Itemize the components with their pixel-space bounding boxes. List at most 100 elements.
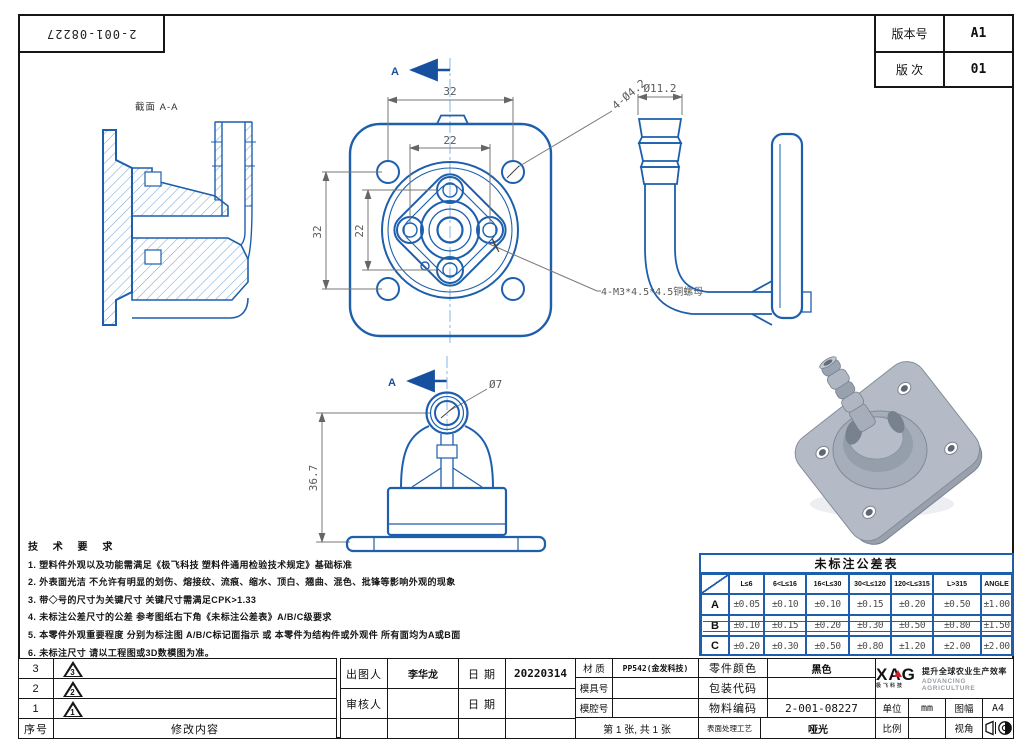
tol-value-cell: ±0.50: [806, 636, 849, 656]
drafter-value: 李华龙: [387, 658, 459, 689]
checker-value-empty: [387, 688, 459, 719]
revision-no-header: 序号: [18, 718, 54, 739]
row-b-strike-line: [703, 621, 1012, 622]
row-b-strike-line: [703, 631, 1012, 632]
tol-value-cell: ±0.15: [764, 615, 806, 636]
revision-row-content: 1: [53, 698, 337, 719]
tol-value-cell: ±0.80: [933, 615, 981, 636]
note-line: 3. 带◇号的尺寸为关键尺寸 关键尺寸需满足CPK>1.33: [28, 594, 257, 605]
section-arrow-top: A: [391, 58, 450, 82]
dim-inserts: 4-M3*4.5*4.5铜螺母: [601, 286, 703, 298]
section-view: [102, 121, 256, 326]
packing-code-empty: [767, 677, 876, 699]
scale-label: 比例: [875, 717, 909, 739]
material-code-label: 物料编码: [698, 698, 768, 718]
tol-value-cell: ±0.30: [849, 615, 891, 636]
technical-notes: 技 术 要 求 1. 塑料件外观以及功能需满足《极飞科技 塑料件通用检验技术规定…: [28, 538, 678, 659]
tol-value-cell: ±0.50: [933, 594, 981, 615]
render-3d: [794, 356, 983, 545]
tol-header-cell: 30<L≤120: [849, 574, 891, 594]
xag-logo-sub: 极飞科技: [876, 683, 905, 689]
xag-logo-text: XAG: [876, 665, 916, 684]
slogan-english: ADVANCING AGRICULTURE: [921, 677, 976, 692]
tol-value-cell: ±1.20: [891, 636, 933, 656]
unit-value: mm: [908, 698, 946, 718]
checker-date-label: 日 期: [458, 688, 506, 719]
surface-finish-value: 哑光: [760, 717, 876, 739]
dim-22v: 22: [353, 224, 366, 237]
revision-row-number: 2: [18, 678, 54, 699]
section-arrow-label: A: [388, 377, 396, 389]
note-line: 6. 未标注尺寸 请以工程图或3D数模图为准。: [28, 647, 215, 658]
version-label-cell: 版本号: [874, 14, 945, 53]
dimension-texts: 32 22 32 22 4-Ø4.2 4-M3*4.5*4.5铜螺母 Ø11.2…: [307, 77, 703, 491]
revision-row-number: 3: [18, 658, 54, 679]
note-line: 4. 未标注公差尺寸的公差 参考图纸右下角《未标注公差表》A/B/C级要求: [28, 612, 332, 623]
format-label: 图幅: [945, 698, 983, 718]
empty-cell: [505, 718, 576, 739]
note-line: 5. 本零件外观重要程度 分别为标注图 A/B/C标记面指示 或 本零件为结构件…: [28, 629, 461, 640]
tol-row-label: A: [701, 594, 729, 615]
revision-triangle-icon: 1: [63, 700, 83, 717]
dim-32h: 32: [443, 85, 456, 98]
empty-cell: [458, 718, 506, 739]
dim-port: Ø7: [489, 378, 502, 391]
tol-value-cell: ±0.05: [729, 594, 764, 615]
tol-row-label: C: [701, 636, 729, 656]
tol-value-cell: ±1.00: [981, 594, 1012, 615]
tol-value-cell: ±0.10: [764, 594, 806, 615]
mold-label: 模具号: [575, 677, 613, 699]
xag-logo: XAG 极飞科技: [876, 665, 916, 689]
revision-triangle-icon: 2: [63, 680, 83, 697]
logo-slogans: 提升全球农业生产效率 ADVANCING AGRICULTURE: [922, 666, 1013, 692]
checker-label: 审核人: [340, 688, 388, 719]
notes-title: 技 术 要 求: [28, 542, 119, 553]
scale-value-empty: [908, 717, 946, 739]
section-arrow-bottom: A: [388, 369, 447, 393]
tol-value-cell: ±0.30: [764, 636, 806, 656]
empty-cell: [340, 718, 388, 739]
tol-header-cell: ANGLE: [981, 574, 1012, 594]
bottom-view: [345, 356, 547, 553]
tol-value-cell: ±2.00: [933, 636, 981, 656]
tol-row-label: B: [701, 615, 729, 636]
tol-header-cell: L≤6: [729, 574, 764, 594]
dim-32v: 32: [311, 225, 324, 238]
tol-value-cell: ±0.10: [729, 615, 764, 636]
material-value: PP542(金发科技): [612, 658, 699, 678]
tolerance-table-title: 未标注公差表: [701, 555, 1012, 574]
projection-symbol: [984, 720, 1012, 736]
part-color-value: 黑色: [767, 658, 876, 678]
cavity-value-empty: [612, 698, 699, 718]
side-view: [637, 118, 812, 326]
note-line: 2. 外表面光洁 不允许有明显的划伤、熔接纹、流痕、缩水、顶白、翘曲、混色、批锋…: [28, 577, 456, 588]
format-value: A4: [982, 698, 1014, 718]
tol-value-cell: ±0.50: [891, 615, 933, 636]
revision-value-cell: 01: [943, 51, 1014, 88]
section-arrow-label: A: [391, 66, 399, 78]
frustum-front-icon: [997, 721, 1012, 735]
tol-value-cell: ±0.20: [806, 615, 849, 636]
checker-date-empty: [505, 688, 576, 719]
company-logo-cell: XAG 极飞科技 提升全球农业生产效率 ADVANCING AGRICULTUR…: [875, 658, 1014, 699]
revision-row-content: 2: [53, 678, 337, 699]
date-label: 日 期: [458, 658, 506, 689]
tol-value-cell: ±0.20: [891, 594, 933, 615]
slogan-chinese: 提升全球农业生产效率: [921, 666, 1007, 676]
revision-triangle-icon: 3: [63, 660, 83, 677]
dimensions: [316, 93, 683, 543]
cavity-label: 模腔号: [575, 698, 613, 718]
surface-finish-label: 表面处理工艺: [698, 717, 761, 739]
dim-barb: Ø11.2: [643, 82, 676, 95]
version-value-cell: A1: [943, 14, 1014, 53]
tol-header-cell: 120<L≤315: [891, 574, 933, 594]
revision-label-cell: 版 次: [874, 51, 945, 88]
part-number-rotated: 2-001-08227: [46, 26, 137, 41]
tol-value-cell: ±2.00: [981, 636, 1012, 656]
date-value: 20220314: [505, 658, 576, 689]
view-angle-symbol-cell: [982, 717, 1014, 739]
tol-value-cell: ±0.10: [806, 594, 849, 615]
